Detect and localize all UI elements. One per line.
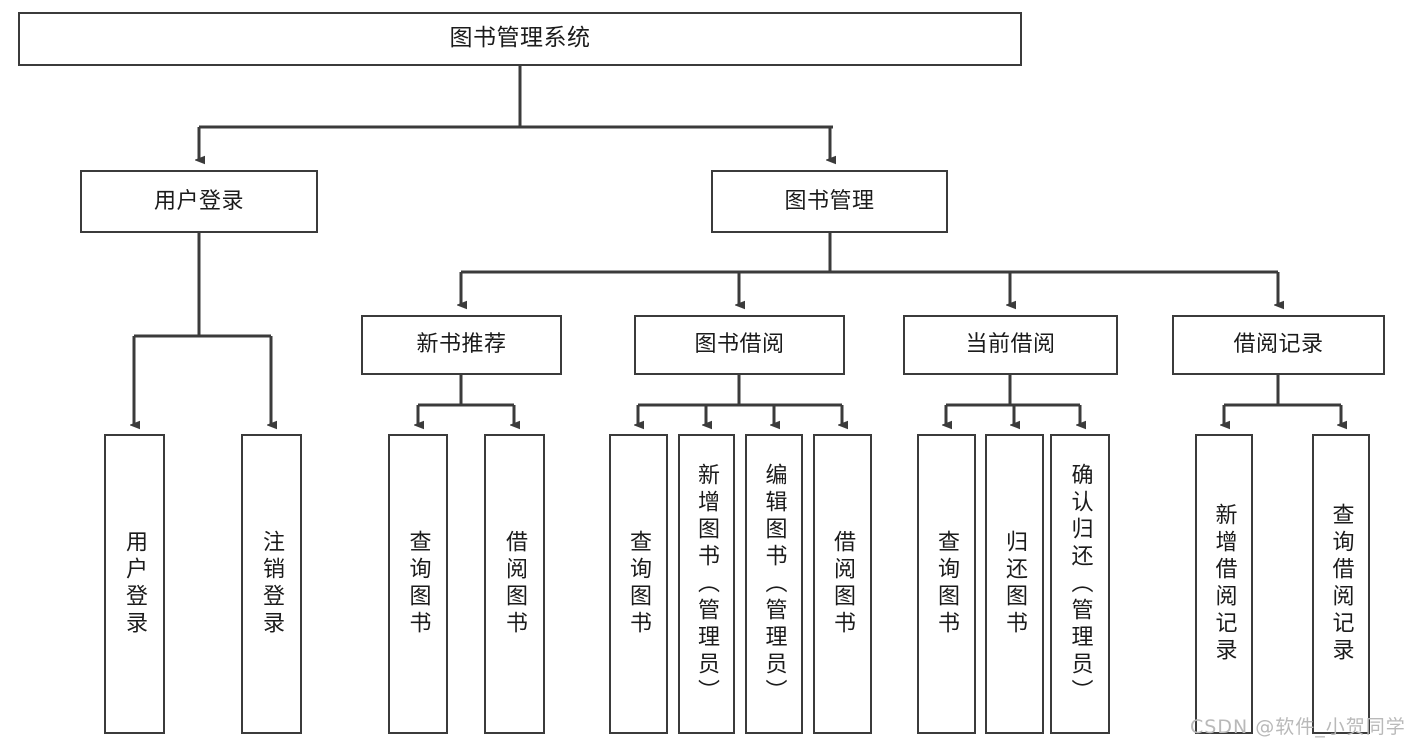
- node-leaf-query-books-borrow[interactable]: 查询图书: [609, 434, 668, 734]
- node-label: 借阅图书: [502, 530, 528, 638]
- node-borrowing-records[interactable]: 借阅记录: [1172, 315, 1385, 375]
- node-label: 新增图书（管理员）: [694, 462, 720, 706]
- node-leaf-return-books[interactable]: 归还图书: [985, 434, 1044, 734]
- node-leaf-edit-book-admin[interactable]: 编辑图书（管理员）: [745, 434, 803, 734]
- node-label: 当前借阅: [965, 332, 1056, 358]
- node-label: 查询图书: [626, 530, 652, 638]
- node-leaf-add-book-admin[interactable]: 新增图书（管理员）: [678, 434, 735, 734]
- node-label: 查询借阅记录: [1328, 503, 1354, 665]
- node-leaf-add-borrow-record[interactable]: 新增借阅记录: [1195, 434, 1253, 734]
- node-label: 查询图书: [405, 530, 431, 638]
- node-label: 用户登录: [153, 188, 244, 214]
- node-label: 新增借阅记录: [1211, 503, 1237, 665]
- node-label: 编辑图书（管理员）: [761, 462, 787, 706]
- node-root-book-management-system[interactable]: 图书管理系统: [18, 12, 1022, 66]
- node-user-login[interactable]: 用户登录: [80, 170, 318, 233]
- node-leaf-confirm-return-admin[interactable]: 确认归还（管理员）: [1050, 434, 1110, 734]
- node-label: 借阅图书: [830, 530, 856, 638]
- node-leaf-query-books-current[interactable]: 查询图书: [917, 434, 976, 734]
- node-label: 确认归还（管理员）: [1067, 462, 1093, 706]
- node-book-management[interactable]: 图书管理: [711, 170, 948, 233]
- node-label: 图书借阅: [694, 332, 785, 358]
- node-new-book-recommendation[interactable]: 新书推荐: [361, 315, 562, 375]
- node-label: 新书推荐: [416, 332, 507, 358]
- node-current-borrowing[interactable]: 当前借阅: [903, 315, 1118, 375]
- node-label: 图书管理: [784, 188, 875, 214]
- node-label: 图书管理系统: [449, 25, 591, 52]
- node-leaf-query-books-new[interactable]: 查询图书: [388, 434, 448, 734]
- csdn-watermark: CSDN @软件_小贺同学: [1190, 716, 1405, 738]
- node-leaf-query-borrow-record[interactable]: 查询借阅记录: [1312, 434, 1370, 734]
- node-leaf-user-login[interactable]: 用户登录: [104, 434, 165, 734]
- node-label: 用户登录: [122, 530, 148, 638]
- node-leaf-borrow-books-new[interactable]: 借阅图书: [484, 434, 545, 734]
- node-leaf-logout[interactable]: 注销登录: [241, 434, 302, 734]
- node-label: 归还图书: [1002, 530, 1028, 638]
- node-label: 借阅记录: [1233, 332, 1324, 358]
- node-label: 注销登录: [259, 530, 285, 638]
- node-label: 查询图书: [934, 530, 960, 638]
- node-leaf-borrow-books[interactable]: 借阅图书: [813, 434, 872, 734]
- node-book-borrowing[interactable]: 图书借阅: [634, 315, 845, 375]
